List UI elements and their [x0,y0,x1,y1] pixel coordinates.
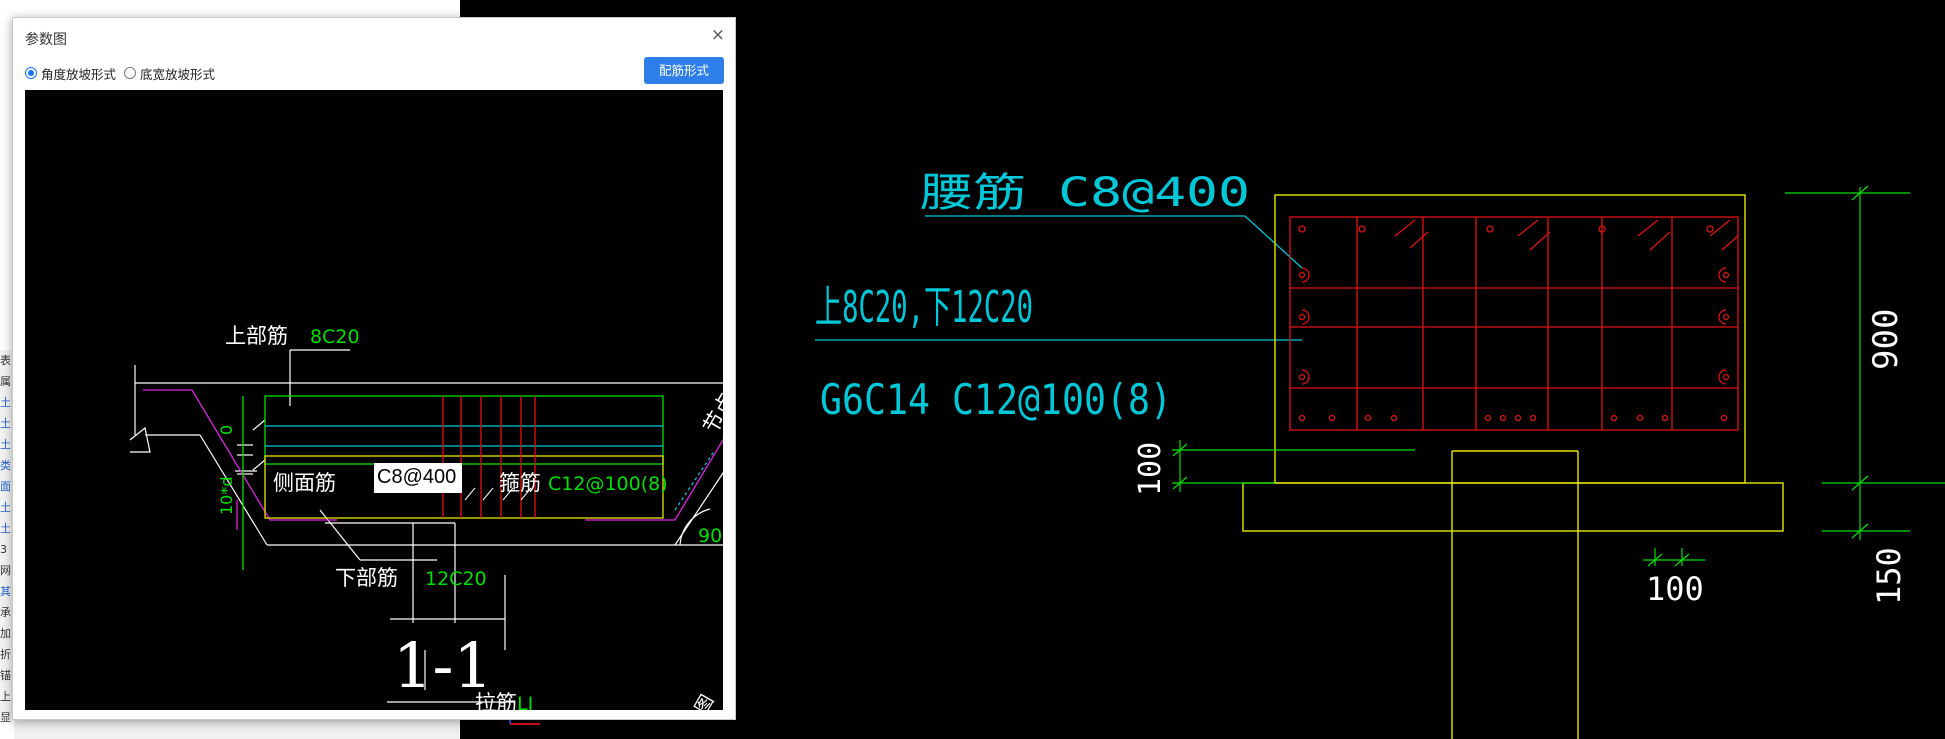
bottom-rebar-label: 下部筋 [335,566,398,590]
side-item[interactable]: 加 [0,627,11,640]
stirrup-spec-label: G6C14 C12@100(8) [820,375,1172,424]
radio-width-slope-label[interactable]: 底宽放坡形式 [140,66,216,82]
dialog-title: 参数图 [25,32,67,48]
side-item[interactable]: 土 [0,417,11,430]
side-item[interactable]: 土 [0,501,11,514]
stirrup-label: 箍筋 [499,471,541,495]
top-bottom-rebar-label: 上8C20,下12C20 [815,282,1033,333]
dim-100-left: 100 [1133,442,1168,496]
side-rebar-value: C8@400 [377,466,457,488]
radio-angle-slope[interactable] [25,67,37,79]
side-item[interactable]: 折 [0,648,11,661]
radio-angle-slope-label[interactable]: 角度放坡形式 [41,66,117,82]
side-rebar-value-box[interactable]: C8@400 [374,463,462,493]
side-item[interactable]: 显示 [0,711,11,724]
dim-150: 150 [1870,547,1908,605]
corner-text: 图 [691,691,718,710]
side-item[interactable]: 3 [0,543,7,556]
rebar-form-button[interactable]: 配筋形式 [644,57,724,84]
property-side-panel: 表 属 土 土 土 类 面 土 土 3 网 其 承 加 折 锚 上部 显示 [0,350,15,724]
tie-rebar-value: LJ [517,693,533,710]
side-item[interactable]: 上部 [0,690,11,703]
side-item[interactable]: 承 [0,606,11,619]
side-item[interactable]: 土 [0,522,11,535]
close-icon[interactable]: × [710,25,725,45]
parameter-diagram-dialog: 参数图 × 角度放坡形式 底宽放坡形式 配筋形式 [12,17,736,720]
side-item[interactable]: 土 [0,438,11,451]
node-text: 节点 [699,389,723,437]
side-item[interactable]: 网 [0,564,11,577]
angle-label: 90 [698,525,722,547]
tie-rebar-label: 拉筋 [475,691,517,710]
parameter-preview: 上部筋 8C20 侧面筋 箍筋 C12@100(8) 下部筋 12C20 拉筋 … [25,90,723,710]
radio-width-slope[interactable] [124,67,137,79]
slope-option-group: 角度放坡形式 底宽放坡形式 [25,62,223,84]
dim-zero: 0 [217,425,236,435]
side-item[interactable]: 类 [0,459,11,472]
top-rebar-label: 上部筋 [225,324,288,348]
stirrup-value: C12@100(8) [548,473,668,495]
side-rebar-label: 侧面筋 [273,471,336,495]
side-item[interactable]: 锚 [0,669,11,682]
bottom-rebar-value: 12C20 [425,568,487,590]
side-item[interactable]: 属 [0,375,11,388]
preview-drawing: 上部筋 8C20 侧面筋 箍筋 C12@100(8) 下部筋 12C20 拉筋 … [129,324,723,710]
section-label: 1-1 [393,629,493,702]
dim-100-bottom: 100 [1646,570,1704,608]
top-rebar-value: 8C20 [310,326,360,348]
side-item[interactable]: 面 [0,480,11,493]
dim-900: 900 [1866,309,1906,370]
side-item[interactable]: 土 [0,396,11,409]
cad-drawing: 腰筋 C8@400 上8C20,下12C20 G6C14 C12@100(8) … [509,170,1945,739]
dim-10d: 10*d [217,476,236,515]
side-item[interactable]: 其 [0,585,11,598]
waist-rebar-label: 腰筋 C8@400 [920,170,1250,216]
side-item[interactable]: 表 [0,354,11,367]
